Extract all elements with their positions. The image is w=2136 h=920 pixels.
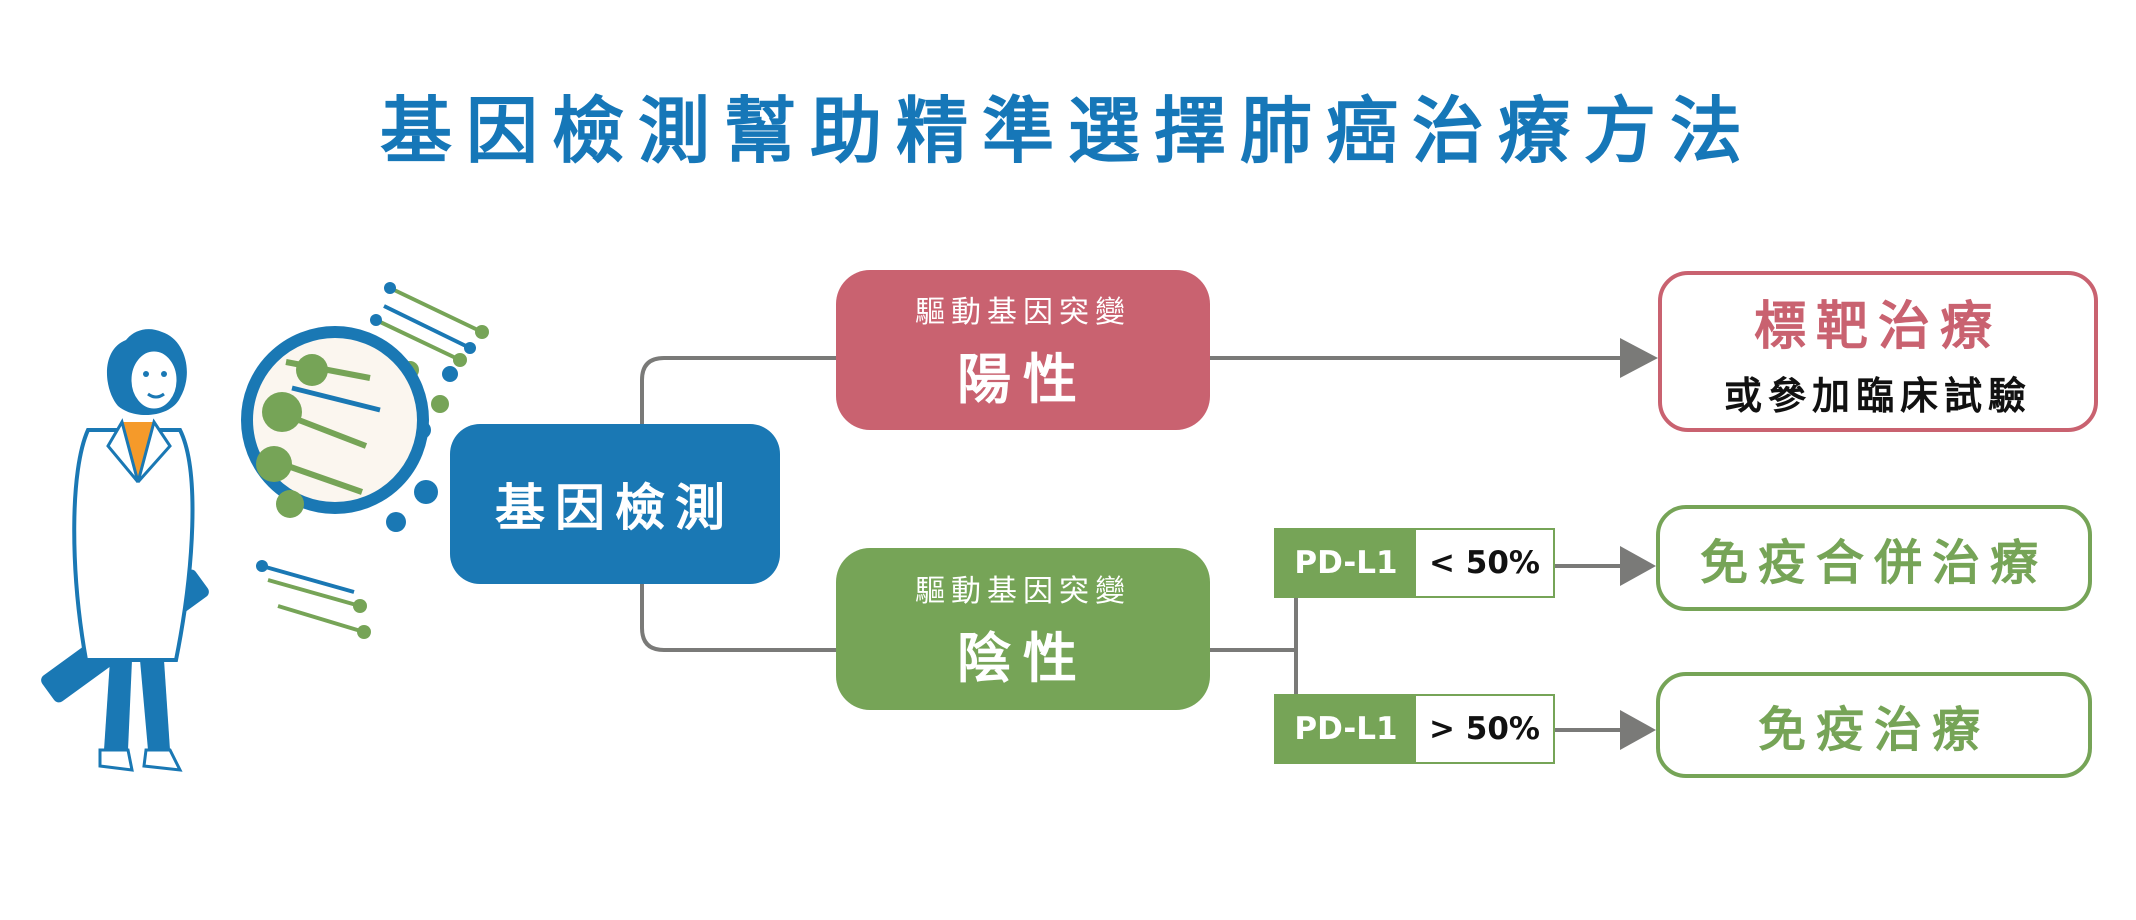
pdl1-high-label: PD-L1 <box>1276 696 1416 762</box>
immunotherapy-node: 免疫治療 <box>1656 672 2092 778</box>
gene-test-node: 基因檢測 <box>450 424 780 584</box>
page-title: 基因檢測幫助精準選擇肺癌治療方法 <box>379 89 1756 173</box>
positive-label: 陽性 <box>957 347 1089 411</box>
pdl1-low-tag: PD-L1 < 50% <box>1274 528 1555 598</box>
pdl1-high-tag: PD-L1 > 50% <box>1274 694 1555 764</box>
combined-immunotherapy-node: 免疫合併治療 <box>1656 505 2092 611</box>
negative-label: 陰性 <box>957 626 1089 690</box>
gene-test-label: 基因檢測 <box>495 479 735 537</box>
connector-root-negative <box>640 584 836 652</box>
person-icon <box>72 329 195 772</box>
immunotherapy-label: 免疫治療 <box>1757 702 1990 758</box>
pdl1-high-value: > 50% <box>1416 696 1553 762</box>
pdl1-low-label: PD-L1 <box>1276 530 1416 596</box>
negative-node: 驅動基因突變 陰性 <box>836 548 1210 710</box>
dna-icon <box>256 282 489 639</box>
arrow-head-immuno <box>1620 710 1656 750</box>
scientist-icon <box>41 282 489 772</box>
negative-sub-label: 驅動基因突變 <box>915 573 1131 609</box>
targeted-therapy-label: 標靶治療 <box>1753 296 2002 357</box>
arrow-head-target <box>1620 338 1658 378</box>
positive-sub-label: 驅動基因突變 <box>915 294 1131 330</box>
positive-node: 驅動基因突變 陽性 <box>836 270 1210 430</box>
arrow-head-combined <box>1620 546 1656 586</box>
connector-root-positive <box>640 356 836 424</box>
targeted-therapy-node: 標靶治療 或參加臨床試驗 <box>1658 271 2098 432</box>
clinical-trial-label: 或參加臨床試驗 <box>1723 373 2032 418</box>
pdl1-low-value: < 50% <box>1416 530 1553 596</box>
combined-immunotherapy-label: 免疫合併治療 <box>1699 535 2048 591</box>
